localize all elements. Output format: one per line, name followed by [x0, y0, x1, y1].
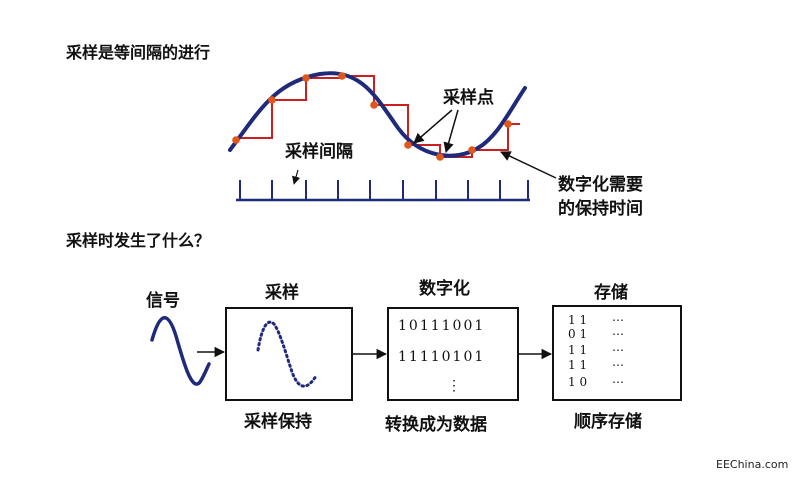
- sampling-stage-title: 采样: [264, 282, 299, 303]
- top-title: 采样是等间隔的进行: [65, 43, 210, 62]
- storage-stage-title: 存储: [594, 282, 628, 303]
- sample-point: [268, 96, 276, 104]
- digitize-stage-title: 数字化: [419, 278, 470, 299]
- storage-bits: 1 1: [568, 358, 587, 372]
- storage-box: [552, 305, 682, 401]
- digitize-stage-caption: 转换成为数据: [385, 414, 487, 435]
- bottom-question: 采样时发生了什么？: [65, 231, 210, 250]
- storage-dots: ⋯: [612, 358, 624, 372]
- signal-label: 信号: [146, 290, 180, 311]
- storage-dots: ⋯: [612, 313, 624, 327]
- sample-point-arrow: [413, 109, 453, 144]
- sample-interval-arrow: [292, 169, 301, 185]
- digital-ellipsis: ⋮: [447, 378, 461, 394]
- storage-dots: ⋯: [612, 375, 624, 389]
- site-credit: EEChina.com: [716, 458, 788, 471]
- sample-point: [404, 141, 412, 149]
- storage-bits: 1 0: [568, 375, 587, 389]
- storage-bits: 1 1: [568, 313, 587, 327]
- storage-stage-caption: 顺序存储: [574, 411, 642, 432]
- sample-point: [504, 120, 512, 128]
- sample-points-label: 采样点: [442, 87, 494, 108]
- storage-rows: 1 1 0 1 1 1 1 1 1 0 ⋯ ⋯ ⋯ ⋯ ⋯: [568, 313, 624, 389]
- sample-points: [232, 72, 512, 161]
- sample-point: [468, 146, 476, 154]
- signal-wave-icon: [150, 316, 211, 386]
- hold-time-arrow: [500, 151, 557, 179]
- storage-dots: ⋯: [612, 327, 624, 341]
- sample-point-arrow: [443, 109, 459, 154]
- digital-code: 11110101: [398, 349, 485, 365]
- sampled-dotted-wave: [256, 320, 318, 388]
- hold-time-note-line1: 数字化需要: [558, 174, 643, 195]
- sampling-stage-caption: 采样保持: [243, 411, 312, 432]
- sample-point: [338, 72, 346, 80]
- storage-bits: 0 1: [568, 327, 587, 341]
- sampling-box: [225, 307, 353, 401]
- sample-interval-label: 采样间隔: [284, 141, 353, 162]
- sample-point: [232, 136, 240, 144]
- hold-time-note-line2: 的保持时间: [558, 198, 643, 219]
- sample-point: [302, 74, 310, 82]
- time-axis-ticks: [239, 180, 529, 200]
- sample-point: [370, 101, 378, 109]
- digital-code: 10111001: [398, 318, 485, 334]
- storage-bits: 1 1: [568, 343, 587, 357]
- sample-point: [436, 153, 444, 161]
- analog-signal-wave: [228, 71, 527, 158]
- storage-dots: ⋯: [612, 343, 624, 357]
